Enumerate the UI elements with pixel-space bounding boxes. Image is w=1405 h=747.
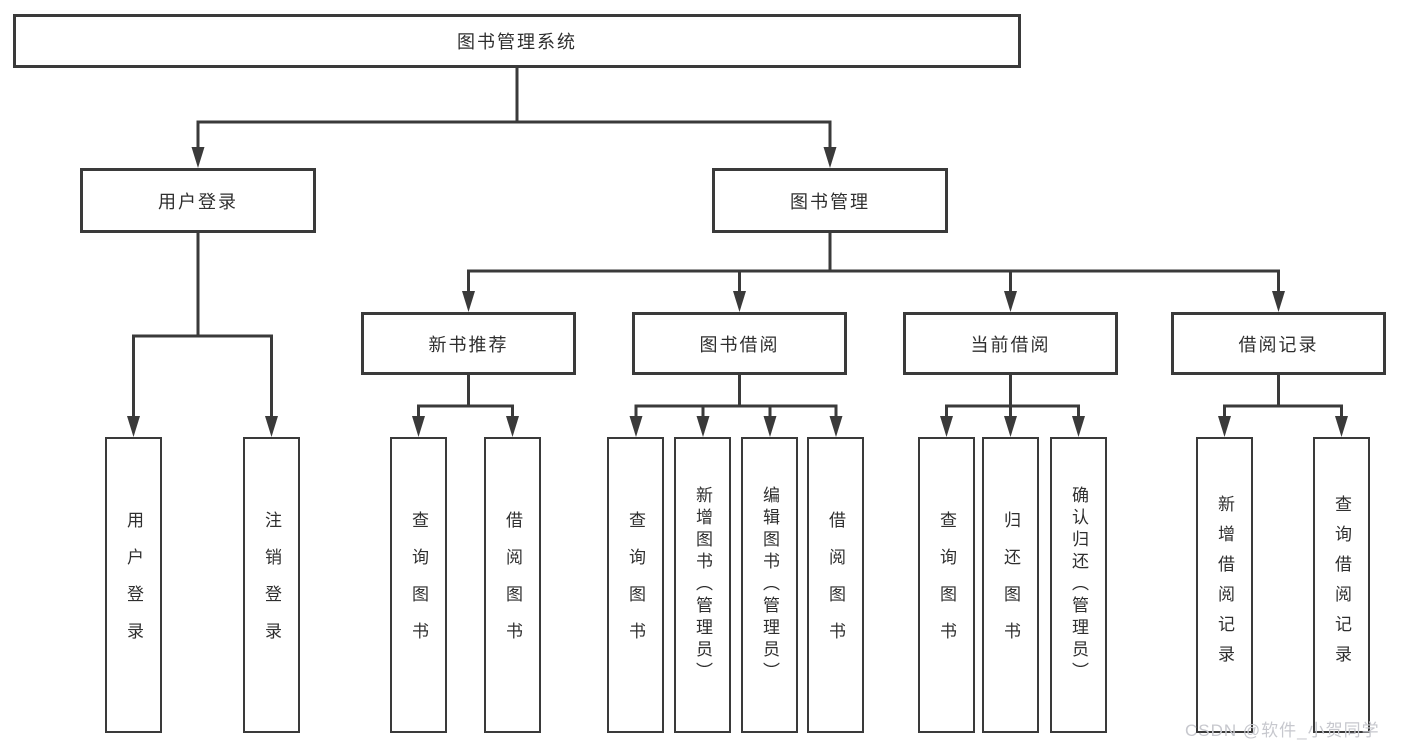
node-new-book-recommend: 新书推荐 <box>361 312 576 375</box>
leaf-add-books-admin: 新增图书（管理员） <box>674 437 731 733</box>
node-current-borrow: 当前借阅 <box>903 312 1118 375</box>
node-book-borrow: 图书借阅 <box>632 312 847 375</box>
arrowheads <box>127 147 1348 437</box>
leaf-return-books: 归还图书 <box>982 437 1039 733</box>
leaf-logout: 注销登录 <box>243 437 300 733</box>
node-root-system: 图书管理系统 <box>13 14 1021 68</box>
leaf-query-borrow-record: 查询借阅记录 <box>1313 437 1370 733</box>
leaf-query-books-recommend: 查询图书 <box>390 437 447 733</box>
leaf-add-borrow-record: 新增借阅记录 <box>1196 437 1253 733</box>
leaf-edit-books-admin: 编辑图书（管理员） <box>741 437 798 733</box>
leaf-query-books-current: 查询图书 <box>918 437 975 733</box>
leaf-borrow-books: 借阅图书 <box>807 437 864 733</box>
leaf-borrow-books-recommend: 借阅图书 <box>484 437 541 733</box>
leaf-confirm-return-admin: 确认归还（管理员） <box>1050 437 1107 733</box>
node-book-management: 图书管理 <box>712 168 948 233</box>
csdn-watermark: CSDN @软件_小贺同学 <box>1185 721 1380 740</box>
leaf-user-login: 用户登录 <box>105 437 162 733</box>
node-borrow-records: 借阅记录 <box>1171 312 1386 375</box>
leaf-query-books-borrow: 查询图书 <box>607 437 664 733</box>
node-user-login: 用户登录 <box>80 168 316 233</box>
